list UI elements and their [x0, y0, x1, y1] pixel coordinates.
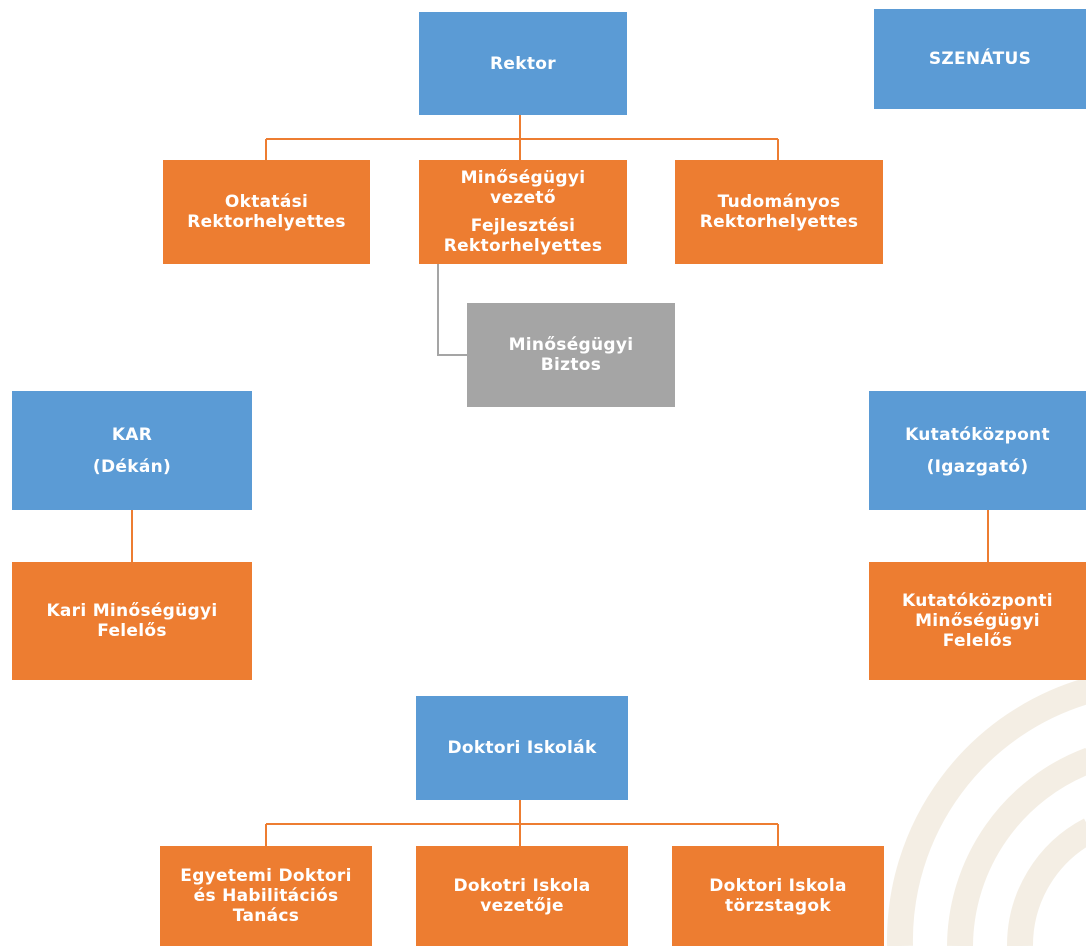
minosegugyi-vezeto-line-1: Minőségügyi: [460, 168, 586, 188]
rektor-label: Rektor: [490, 53, 556, 74]
minosegugyi-biztos-box: Minőségügyi Biztos: [467, 303, 675, 407]
kari-minosegugyi-felelos-box: Kari Minőségügyi Felelős: [12, 562, 252, 680]
biztos-line-1: Minőségügyi: [508, 335, 634, 355]
tudomanyos-line-1: Tudományos: [717, 192, 841, 212]
tudomanyos-rektorhelyettes-box: Tudományos Rektorhelyettes: [675, 160, 883, 264]
doktori-iskolak-label: Doktori Iskolák: [447, 738, 597, 758]
kar-label: KAR: [111, 424, 153, 445]
doktori-iskola-vezetoje-box: Dokotri Iskola vezetője: [416, 846, 628, 946]
tanacs-line-3: Tanács: [232, 906, 300, 926]
szenatus-label: SZENÁTUS: [928, 49, 1032, 69]
kutatokozponti-felelos-line-1: Kutatóközponti: [902, 591, 1053, 611]
vezetoje-line-2: vezetője: [480, 896, 564, 916]
oktatasi-line-2: Rektorhelyettes: [187, 212, 346, 232]
torzstagok-line-2: törzstagok: [725, 896, 831, 916]
dekan-label: (Dékán): [92, 456, 172, 477]
fejlesztesi-line-1: Fejlesztési: [470, 216, 576, 236]
kutatokozpont-box: Kutatóközpont (Igazgató): [869, 391, 1086, 510]
egyetemi-doktori-tanacs-box: Egyetemi Doktori és Habilitációs Tanács: [160, 846, 372, 946]
biztos-line-2: Biztos: [540, 355, 602, 375]
kari-felelos-line-1: Kari Minőségügyi: [46, 601, 218, 621]
tudomanyos-line-2: Rektorhelyettes: [699, 212, 859, 232]
kar-box: KAR (Dékán): [12, 391, 252, 510]
tanacs-line-1: Egyetemi Doktori: [180, 866, 352, 886]
rektor-box: Rektor: [419, 12, 627, 115]
doktori-iskola-torzstagok-box: Doktori Iskola törzstagok: [672, 846, 884, 946]
oktatasi-rektorhelyettes-box: Oktatási Rektorhelyettes: [163, 160, 370, 264]
vezetoje-line-1: Dokotri Iskola: [453, 876, 591, 896]
fejlesztesi-rektorhelyettes-box: Minőségügyi vezető Fejlesztési Rektorhel…: [419, 160, 627, 264]
kutatokozponti-felelos-line-2: Minőségügyi: [915, 611, 1040, 631]
doktori-iskolak-box: Doktori Iskolák: [416, 696, 628, 800]
torzstagok-line-1: Doktori Iskola: [709, 876, 847, 896]
szenatus-box: SZENÁTUS: [874, 9, 1086, 109]
kutatokozponti-minosegugyi-felelos-box: Kutatóközponti Minőségügyi Felelős: [869, 562, 1086, 680]
tanacs-line-2: és Habilitációs: [193, 886, 339, 906]
kutatokozpont-label: Kutatóközpont: [905, 424, 1050, 445]
kari-felelos-line-2: Felelős: [97, 621, 167, 641]
connector-biztos: [437, 264, 467, 356]
minosegugyi-vezeto-line-2: vezető: [490, 188, 556, 208]
kutatokozponti-felelos-line-3: Felelős: [942, 631, 1013, 651]
oktatasi-line-1: Oktatási: [224, 192, 309, 212]
fejlesztesi-line-2: Rektorhelyettes: [443, 236, 603, 256]
igazgato-label: (Igazgató): [926, 456, 1029, 477]
